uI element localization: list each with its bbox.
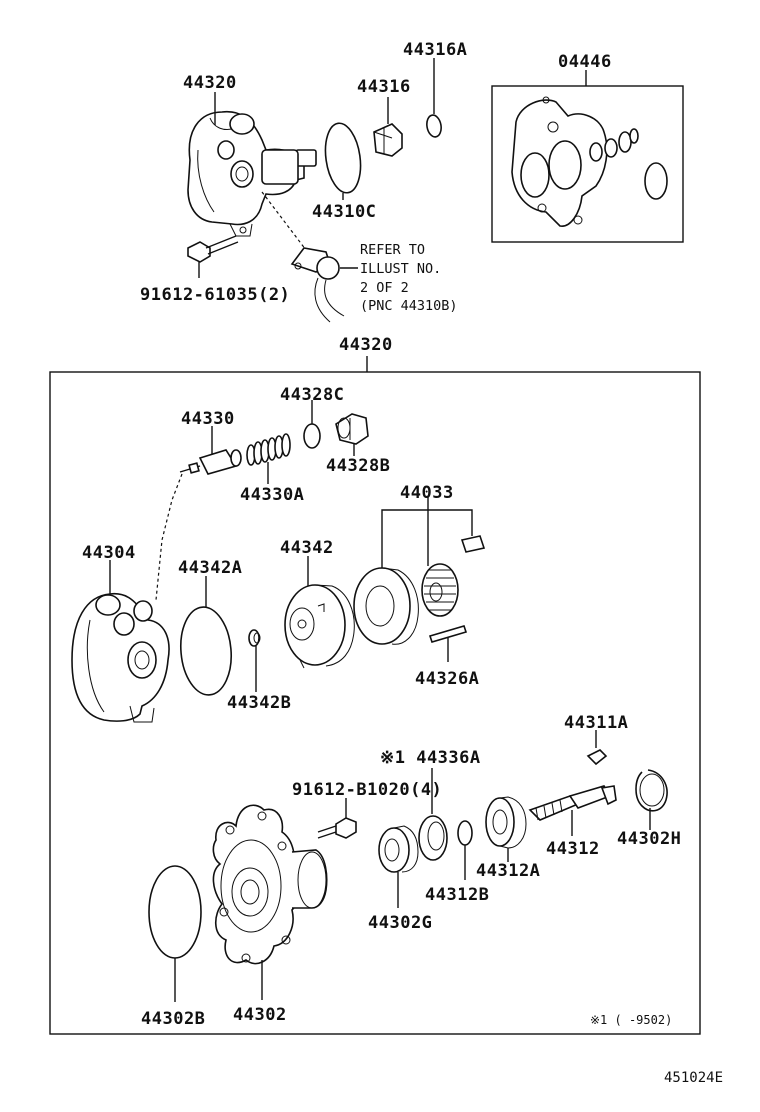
- label-91612-b1020: 91612-B1020(4): [292, 780, 442, 800]
- refer-note-line3: 2 OF 2: [360, 280, 409, 296]
- label-44312b: 44312B: [425, 885, 489, 905]
- label-44320-box: 44320: [339, 335, 393, 355]
- label-44330a: 44330A: [240, 485, 304, 505]
- label-44328c: 44328C: [280, 385, 344, 405]
- label-04446: 04446: [558, 52, 612, 72]
- label-44342a: 44342A: [178, 558, 242, 578]
- label-44033: 44033: [400, 483, 454, 503]
- label-44302g: 44302G: [368, 913, 432, 933]
- label-44326a: 44326A: [415, 669, 479, 689]
- label-44302: 44302: [233, 1005, 287, 1025]
- bearing-44302g: [378, 825, 419, 873]
- label-44336a: ※1 44336A: [380, 748, 481, 768]
- spring-44330a: [246, 433, 291, 466]
- label-44342b: 44342B: [227, 693, 291, 713]
- valve-44330: [179, 449, 242, 475]
- label-44312a: 44312A: [476, 861, 540, 881]
- o-ring-44302b: [148, 865, 202, 959]
- pump-assembly-top: [187, 110, 317, 237]
- cam-ring-44033: [353, 567, 419, 645]
- o-ring-44310c: [324, 122, 362, 194]
- snap-ring-44302h: [635, 769, 668, 812]
- label-44312: 44312: [546, 839, 600, 859]
- side-plate-44342: [284, 584, 355, 669]
- pin-44326a: [428, 625, 468, 643]
- label-44342: 44342: [280, 538, 334, 558]
- label-91612-61035: 91612-61035(2): [140, 285, 290, 305]
- gasket-kit-parts: [511, 96, 668, 227]
- fitting-refer-44310b: [261, 191, 345, 323]
- label-44316: 44316: [357, 77, 411, 97]
- label-44311a: 44311A: [564, 713, 628, 733]
- rotor-44033: [421, 563, 459, 617]
- label-44310c: 44310C: [312, 202, 376, 222]
- plug-44328b: [335, 413, 369, 445]
- label-44304: 44304: [82, 543, 136, 563]
- label-44302b: 44302B: [141, 1009, 205, 1029]
- nut-44316: [373, 123, 403, 157]
- diagram-code: 451024E: [664, 1070, 723, 1086]
- footnote: ※1 ( -9502): [590, 1013, 672, 1027]
- ring-44312b: [457, 820, 473, 846]
- kit-04446-box: [491, 85, 684, 243]
- bolt-91612-61035: [187, 235, 239, 263]
- assembly-box-44320: [49, 371, 701, 1035]
- bolt-91612-b1020: [317, 817, 357, 839]
- o-ring-44328c: [303, 423, 321, 449]
- bearing-44312a: [485, 796, 527, 849]
- label-44330: 44330: [181, 409, 235, 429]
- refer-note-line2: ILLUST NO.: [360, 261, 441, 277]
- seal-44336a: [418, 815, 448, 861]
- label-44316a: 44316A: [403, 40, 467, 60]
- front-housing-44302: [212, 804, 328, 965]
- refer-note-line1: REFER TO: [360, 242, 425, 258]
- washer-44316a: [426, 114, 442, 138]
- housing-44304: [71, 592, 170, 723]
- label-44320-top: 44320: [183, 73, 237, 93]
- refer-note-line4: (PNC 44310B): [360, 298, 458, 314]
- shaft-44312: [528, 785, 617, 821]
- o-ring-44342a: [180, 606, 232, 696]
- label-44302h: 44302H: [617, 829, 681, 849]
- label-44328b: 44328B: [326, 456, 390, 476]
- key-44311a: [586, 749, 608, 766]
